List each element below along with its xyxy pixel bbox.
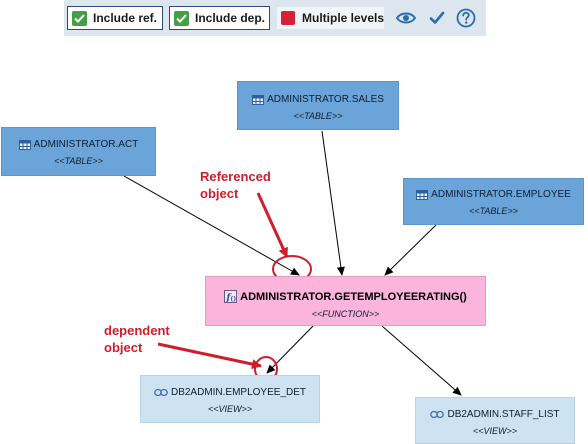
checkmark-icon[interactable]: [426, 8, 448, 28]
table-icon: [18, 139, 31, 150]
node-name: DB2ADMIN.STAFF_LIST: [447, 409, 560, 420]
include-ref-toggle[interactable]: Include ref.: [67, 6, 163, 30]
node-stereotype: <<TABLE>>: [469, 206, 518, 216]
function-icon: f (): [224, 290, 238, 303]
toggle-off-icon: [281, 11, 295, 25]
edge-sales-to-function: [321, 130, 345, 276]
multiple-levels-toggle[interactable]: Multiple levels: [276, 6, 385, 30]
node-stereotype: <<VIEW>>: [472, 426, 518, 436]
view-icon: [430, 410, 445, 419]
node-name: ADMINISTRATOR.ACT: [33, 139, 139, 150]
referenced-callout-arrow: [256, 192, 289, 258]
table-icon: [416, 189, 429, 200]
node-stereotype: <<TABLE>>: [54, 156, 103, 166]
node-stereotype: <<VIEW>>: [207, 404, 253, 414]
edge-employee-to-function: [384, 224, 437, 276]
node-stereotype: <<FUNCTION>>: [311, 309, 380, 319]
node-name: ADMINISTRATOR.GETEMPLOYEERATING(): [240, 290, 467, 303]
toolbar: Include ref. Include dep. Multiple level…: [64, 0, 486, 36]
view-icon: [154, 388, 168, 397]
node-db2admin-staff-list[interactable]: DB2ADMIN.STAFF_LIST <<VIEW>>: [415, 397, 575, 444]
table-icon: [252, 94, 265, 105]
edge-function-to-staff-list: [381, 325, 462, 396]
include-dep-toggle[interactable]: Include dep.: [169, 6, 270, 30]
node-administrator-act[interactable]: ADMINISTRATOR.ACT <<TABLE>>: [1, 127, 156, 176]
multiple-levels-label: Multiple levels: [302, 11, 385, 25]
node-name: ADMINISTRATOR.SALES: [267, 94, 384, 105]
node-name: DB2ADMIN.EMPLOYEE_DET: [170, 387, 307, 398]
include-ref-label: Include ref.: [93, 11, 158, 25]
dependent-callout-arrow: [157, 342, 262, 370]
referenced-object-annotation: Referenced object: [200, 169, 271, 201]
include-dep-label: Include dep.: [195, 11, 266, 25]
edge-act-to-function: [123, 175, 300, 276]
svg-text:f: f: [226, 293, 233, 303]
node-db2admin-employee-det[interactable]: DB2ADMIN.EMPLOYEE_DET <<VIEW>>: [140, 375, 320, 423]
node-function-getemployeerating[interactable]: f () ADMINISTRATOR.GETEMPLOYEERATING() <…: [205, 276, 486, 326]
svg-text:(): (): [231, 296, 237, 303]
node-name: ADMINISTRATOR.EMPLOYEE: [431, 189, 571, 200]
checkbox-checked-icon: [174, 10, 189, 26]
dependent-object-annotation: dependent object: [104, 323, 170, 355]
eye-icon[interactable]: [395, 8, 417, 28]
node-administrator-employee[interactable]: ADMINISTRATOR.EMPLOYEE <<TABLE>>: [403, 178, 584, 225]
help-icon[interactable]: [455, 8, 477, 28]
edge-function-to-employee-det: [266, 325, 314, 374]
node-administrator-sales[interactable]: ADMINISTRATOR.SALES <<TABLE>>: [237, 81, 399, 130]
checkbox-checked-icon: [72, 10, 87, 26]
node-stereotype: <<TABLE>>: [293, 111, 343, 121]
